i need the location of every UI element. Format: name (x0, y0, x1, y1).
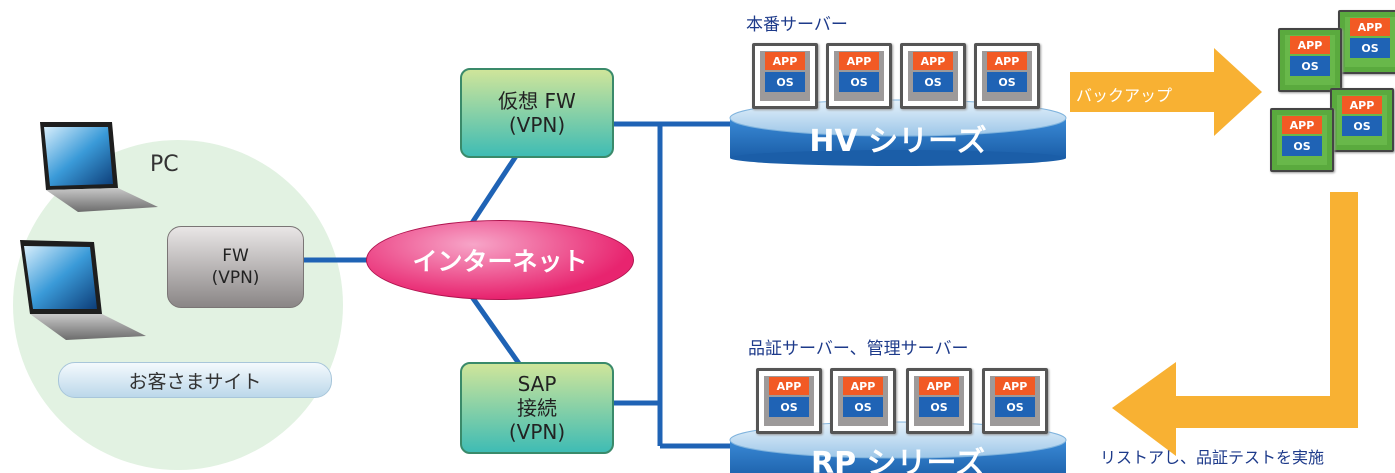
hv-server-4: APP OS (974, 43, 1040, 109)
os-label: OS (1282, 136, 1322, 156)
backup-image-1: APP OS (1338, 10, 1395, 74)
rp-server-4: APP OS (982, 368, 1048, 434)
backup-arrow (1070, 48, 1262, 136)
rp-series-label: RP シリーズ (810, 446, 986, 473)
os-label: OS (765, 72, 805, 92)
os-label: OS (1350, 38, 1390, 58)
backup-label: バックアップ (1076, 86, 1173, 105)
hv-series-label: HV シリーズ (809, 124, 987, 159)
app-label: APP (839, 52, 879, 70)
os-label: OS (839, 72, 879, 92)
backup-image-3: APP OS (1330, 88, 1394, 152)
backup-image-2: APP OS (1278, 28, 1342, 92)
sap-line1: SAP (517, 372, 557, 396)
network-lines (302, 121, 732, 449)
rp-caption: 品証サーバー、管理サーバー (748, 339, 969, 359)
hv-caption: 本番サーバー (746, 15, 848, 35)
app-label: APP (995, 377, 1035, 395)
sap-line3: (VPN) (508, 420, 566, 444)
app-label: APP (843, 377, 883, 395)
hv-server-3: APP OS (900, 43, 966, 109)
app-label: APP (1342, 96, 1382, 114)
os-label: OS (843, 397, 883, 417)
app-label: APP (769, 377, 809, 395)
restore-label: リストアし、品証テストを実施 (1100, 448, 1325, 467)
laptop-icon (20, 240, 146, 340)
os-label: OS (987, 72, 1027, 92)
app-label: APP (1290, 36, 1330, 54)
backup-image-4: APP OS (1270, 108, 1334, 172)
fw-label-line2: (VPN) (211, 268, 260, 288)
os-label: OS (769, 397, 809, 417)
app-label: APP (765, 52, 805, 70)
customer-fw-box: FW (VPN) (167, 226, 304, 308)
customer-site-label: お客さまサイト (58, 362, 332, 398)
virtual-fw-box: 仮想 FW (VPN) (460, 68, 614, 158)
app-label: APP (1350, 18, 1390, 36)
os-label: OS (913, 72, 953, 92)
os-label: OS (1290, 56, 1330, 76)
hv-server-2: APP OS (826, 43, 892, 109)
virtual-fw-line2: (VPN) (508, 113, 566, 137)
app-label: APP (987, 52, 1027, 70)
virtual-fw-line1: 仮想 FW (498, 89, 576, 113)
app-label: APP (913, 52, 953, 70)
os-label: OS (919, 397, 959, 417)
sap-connection-box: SAP 接続 (VPN) (460, 362, 614, 454)
hv-server-1: APP OS (752, 43, 818, 109)
pc-label: PC (150, 152, 179, 177)
laptop-icon (40, 122, 158, 212)
rp-server-3: APP OS (906, 368, 972, 434)
fw-label-line1: FW (222, 246, 249, 266)
rp-server-2: APP OS (830, 368, 896, 434)
internet-ellipse: インターネット (366, 220, 634, 300)
os-label: OS (995, 397, 1035, 417)
sap-line2: 接続 (517, 396, 557, 420)
app-label: APP (919, 377, 959, 395)
restore-arrow (1112, 192, 1358, 456)
app-label: APP (1282, 116, 1322, 134)
os-label: OS (1342, 116, 1382, 136)
hv-disk (729, 99, 1067, 166)
rp-server-1: APP OS (756, 368, 822, 434)
